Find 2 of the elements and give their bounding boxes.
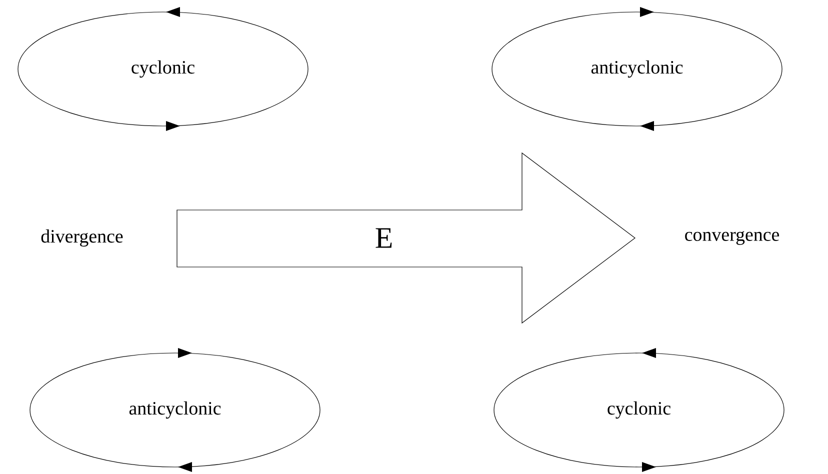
side-label: divergence — [41, 229, 123, 247]
side-label: convergence — [685, 231, 780, 245]
